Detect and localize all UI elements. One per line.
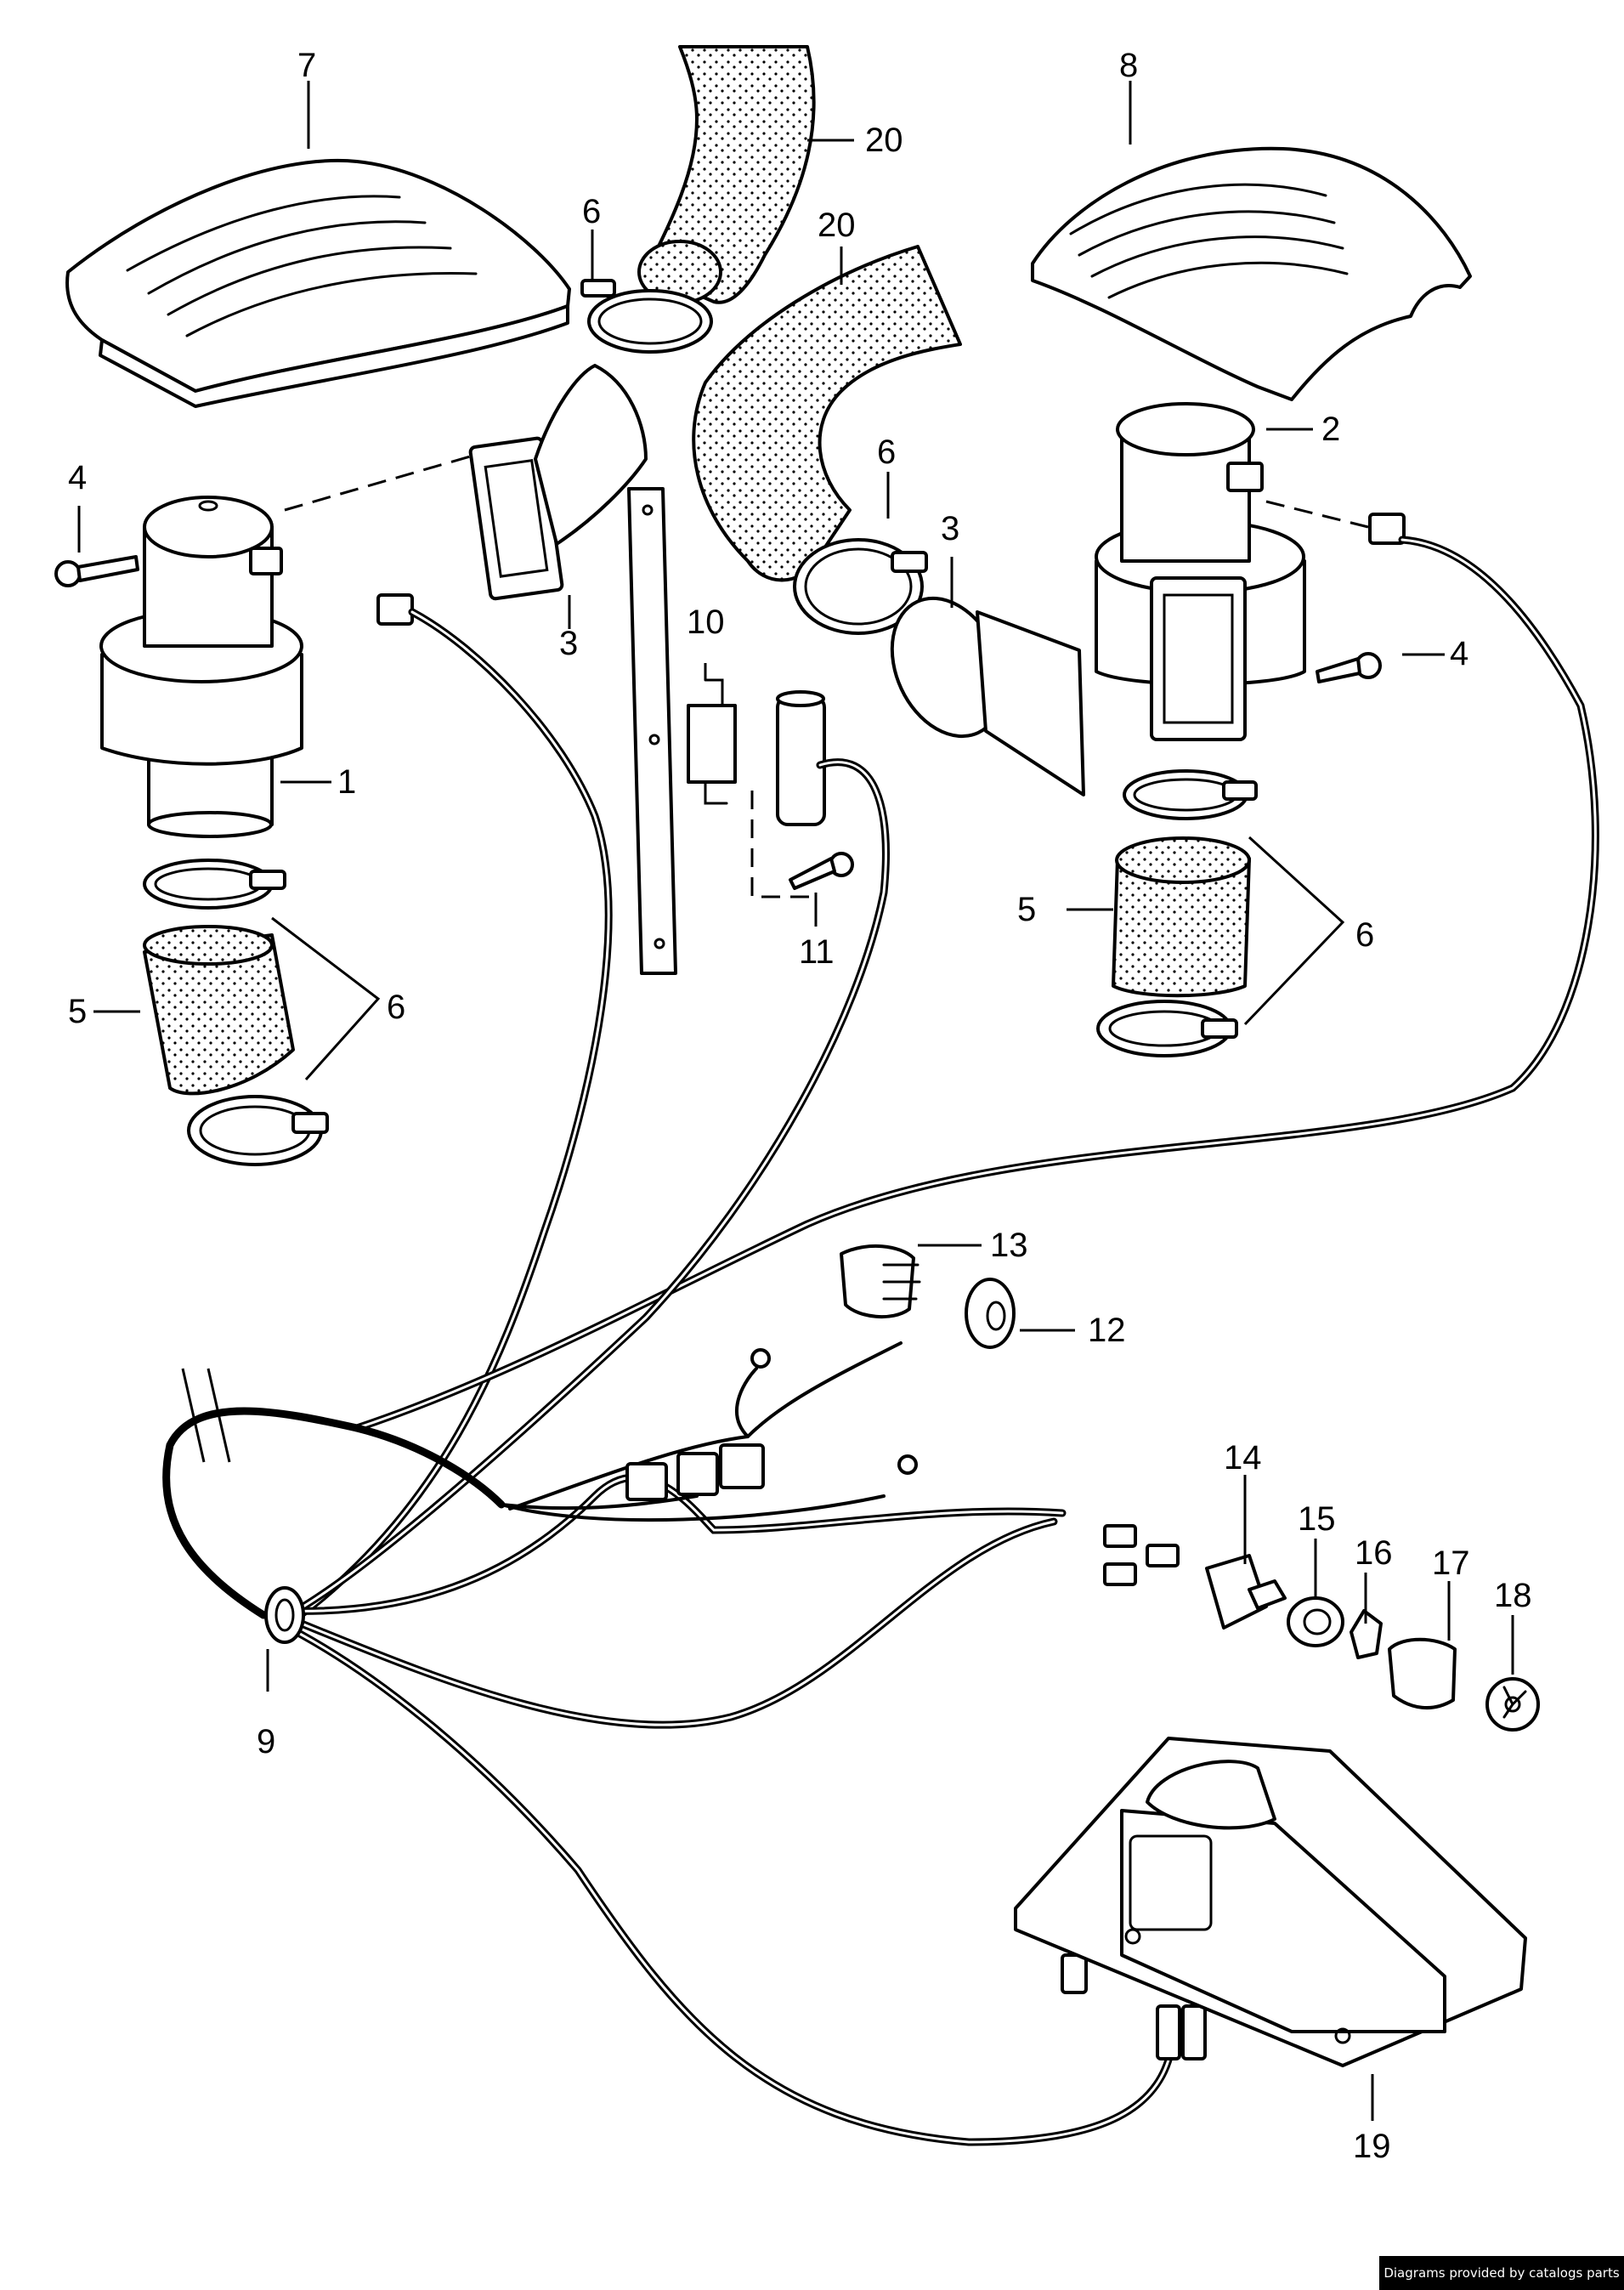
label-4-left: 4 [68, 459, 87, 496]
part-labels: 7 8 20 20 6 6 3 2 4 4 3 10 1 5 6 11 5 6 … [68, 47, 1532, 2165]
label-4-right: 4 [1450, 635, 1468, 672]
hose-clamp-mid [793, 538, 928, 635]
label-20-top: 20 [865, 122, 903, 159]
mounting-rail [627, 487, 677, 975]
blower-motor-right [1095, 402, 1306, 741]
label-14: 14 [1224, 1439, 1262, 1477]
bracket [687, 678, 737, 805]
leader-lines [77, 81, 1514, 2121]
label-17: 17 [1432, 1545, 1470, 1582]
label-10: 10 [687, 604, 725, 641]
label-5-left: 5 [68, 993, 87, 1030]
wiring-harness [162, 513, 1599, 2146]
sleeve-right [1112, 836, 1251, 998]
label-13: 13 [990, 1227, 1028, 1264]
cover-left [65, 159, 571, 408]
label-16: 16 [1355, 1534, 1393, 1572]
duct-lower [890, 596, 1085, 796]
label-11: 11 [799, 933, 835, 971]
label-12: 12 [1088, 1312, 1126, 1349]
cover-right [1031, 146, 1472, 401]
label-6-left: 6 [387, 989, 405, 1026]
hose-clamp-top [580, 279, 713, 354]
spacer-ring [1287, 1596, 1344, 1647]
label-5-right: 5 [1017, 891, 1036, 928]
label-1: 1 [337, 763, 356, 801]
control-housing [1014, 1737, 1527, 2067]
label-15: 15 [1298, 1500, 1336, 1538]
label-6-mid: 6 [877, 434, 896, 471]
hose-clamp-right-upper [1123, 769, 1258, 820]
dashed-lines [284, 453, 1369, 898]
credit-badge: Diagrams provided by catalogs parts [1379, 2256, 1624, 2290]
nut [1350, 1609, 1383, 1659]
resistor [776, 690, 826, 826]
label-3-left: 3 [559, 625, 578, 662]
label-8: 8 [1119, 47, 1138, 84]
blower-motor-left [99, 496, 303, 838]
bezel [1388, 1637, 1457, 1710]
label-7: 7 [297, 47, 316, 84]
hose-clamp-left-lower [187, 1095, 329, 1166]
label-6-top: 6 [582, 193, 601, 230]
label-2: 2 [1321, 411, 1340, 448]
screw-right [1316, 652, 1382, 683]
hose-clamp-right-lower [1096, 1000, 1238, 1057]
socket [965, 1278, 1016, 1349]
label-3-right: 3 [941, 510, 959, 547]
screw-small [789, 852, 854, 890]
label-6-right: 6 [1355, 916, 1374, 954]
hose-upper [637, 45, 816, 304]
plug [840, 1244, 921, 1319]
label-20-mid: 20 [818, 207, 856, 244]
hose-clamp-left-upper [143, 859, 286, 910]
sleeve-left [143, 925, 295, 1096]
duct-upper [468, 364, 648, 601]
knob-cap [1485, 1677, 1540, 1732]
label-18: 18 [1494, 1577, 1532, 1614]
screw-left [54, 555, 139, 587]
label-9: 9 [257, 1723, 275, 1760]
switch [1205, 1554, 1287, 1630]
hose-lower [692, 245, 962, 582]
label-19: 19 [1353, 2128, 1391, 2165]
